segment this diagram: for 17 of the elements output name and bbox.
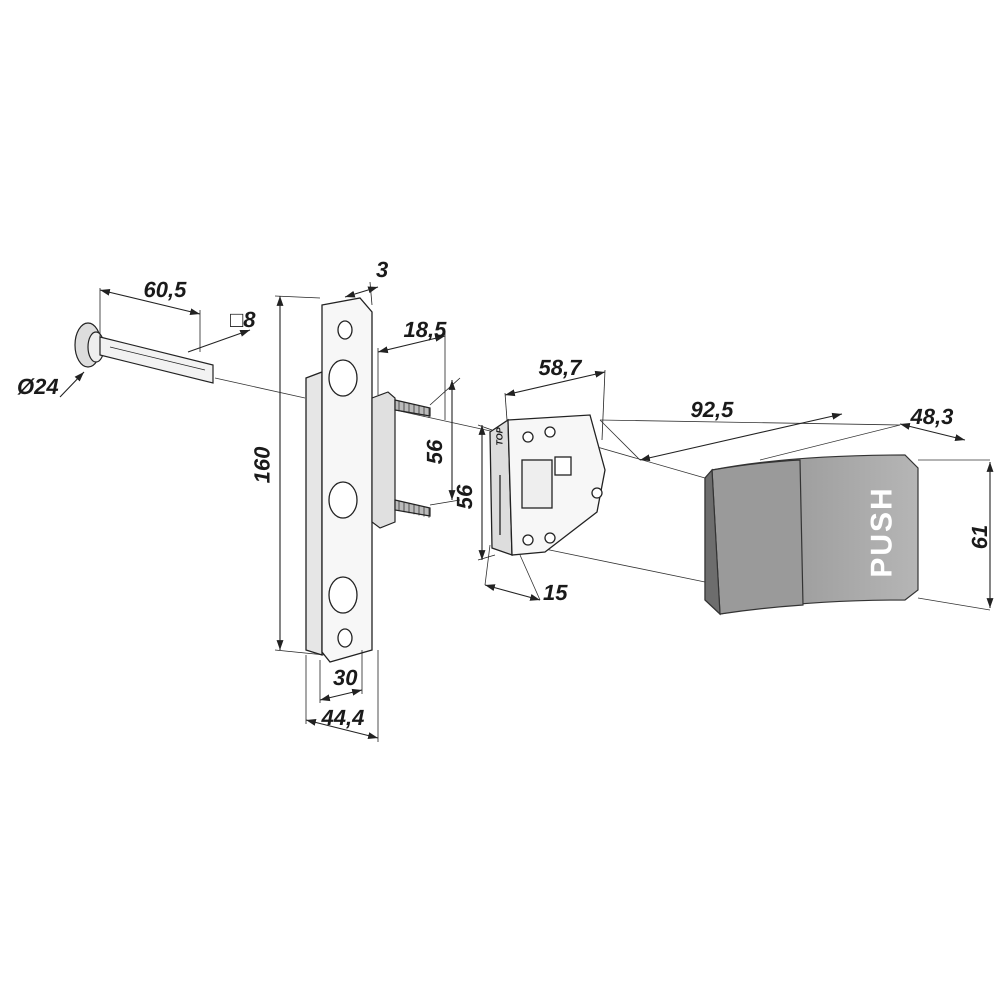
dimension-value: Ø24 — [17, 376, 59, 398]
dimension-value: 30 — [333, 667, 358, 689]
direction-label: TOP — [496, 426, 505, 446]
dimension-value: 61 — [969, 524, 992, 550]
dimension-value: □8 — [230, 309, 256, 331]
dimension-value: 18,5 — [404, 319, 446, 341]
dimension-value: 15 — [543, 582, 568, 604]
dimension-value: 44,4 — [322, 707, 364, 729]
dimension-value: 160 — [250, 446, 273, 484]
handle-inscription: PUSH — [867, 486, 898, 578]
dimension-value: 56 — [454, 484, 476, 510]
dimension-value: 56 — [424, 440, 446, 464]
dimension-value: 58,7 — [538, 357, 582, 379]
dimension-value: 48,3 — [910, 406, 954, 428]
dimension-value: 92,5 — [690, 399, 734, 421]
dimension-value: 3 — [376, 259, 388, 281]
dimension-value: 60,5 — [144, 279, 186, 301]
